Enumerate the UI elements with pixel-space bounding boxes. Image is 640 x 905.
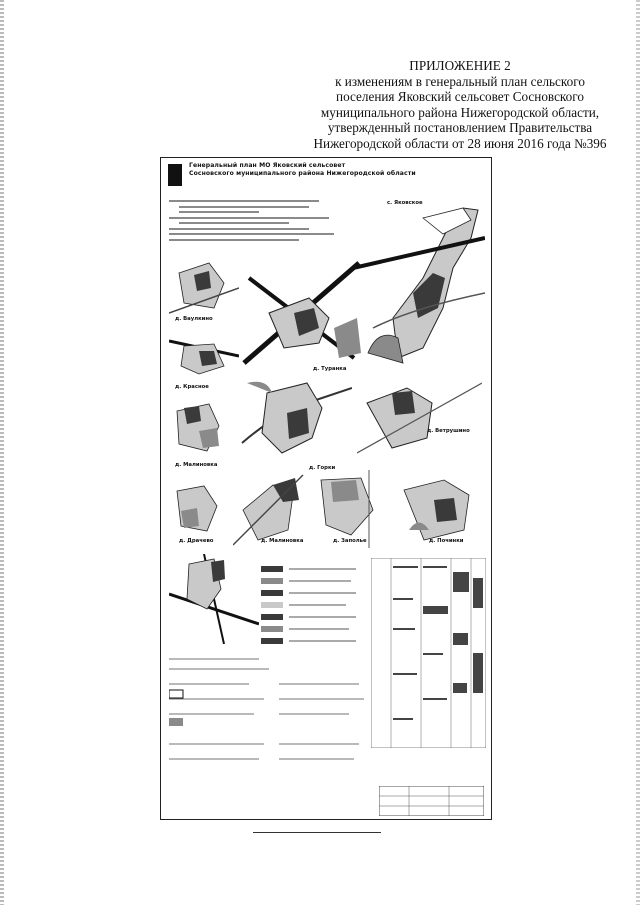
map-vetrushino [357,382,482,454]
appendix-line: поселения Яковский сельсовет Сосновского [336,89,584,105]
label-vaulkino: д. Ваулкино [175,316,213,322]
scan-edge-left [0,0,4,905]
appendix-line: Нижегородской области от 28 июня 2016 го… [313,135,607,151]
signature-line [253,832,381,833]
map-title: Генеральный план МО Яковский сельсовет С… [189,162,416,178]
appendix-line: муниципального района Нижегородской обла… [320,104,600,120]
map-title-line: Сосновского муниципального района Нижего… [189,170,416,177]
contents-list [169,200,334,241]
map-title-line: Генеральный план МО Яковский сельсовет [189,162,346,169]
label-drachevo: д. Драчево [179,538,214,544]
appendix-line: утвержденный постановлением Правительств… [327,120,593,136]
label-zapolye: д. Заполье [333,538,367,544]
scan-edge-right [636,0,640,905]
map-turanka-crossing [242,261,361,365]
map-zapolye [320,470,374,548]
map-zapolye-south [169,554,259,644]
label-gorki: д. Горки [309,465,336,471]
map-vaulkino [169,262,239,314]
table-block [371,558,486,748]
appendix-heading: ПРИЛОЖЕНИЕ 2 к изменениям в генеральный … [300,58,620,152]
map-pochinki [403,479,470,541]
label-malinovka: д. Малиновка [175,462,218,468]
title-block [379,786,484,816]
appendix-line: к изменениям в генеральный план сельског… [335,73,585,89]
appendix-title: ПРИЛОЖЕНИЕ 2 [409,58,511,73]
map-krasnoe [169,339,239,375]
emblem-icon [168,164,182,186]
general-plan-sheet: Генеральный план МО Яковский сельсовет С… [160,157,492,820]
map-malinovka-2 [233,474,304,546]
legend-lines [169,658,364,760]
label-pochinki: д. Починки [429,538,464,544]
legend-swatches [261,566,356,644]
map-yakovskoe [353,207,485,364]
map-drachevo [176,485,218,532]
label-yakovskoe: с. Яковское [387,200,423,206]
label-malinovka-2: д. Малиновка [261,538,304,544]
map-gorki [241,381,352,454]
map-malinovka [176,403,220,452]
label-turanka: д. Туранка [313,366,347,372]
label-krasnoe: д. Красное [175,384,209,390]
label-vetrushino: д. Ветрушино [427,428,470,434]
